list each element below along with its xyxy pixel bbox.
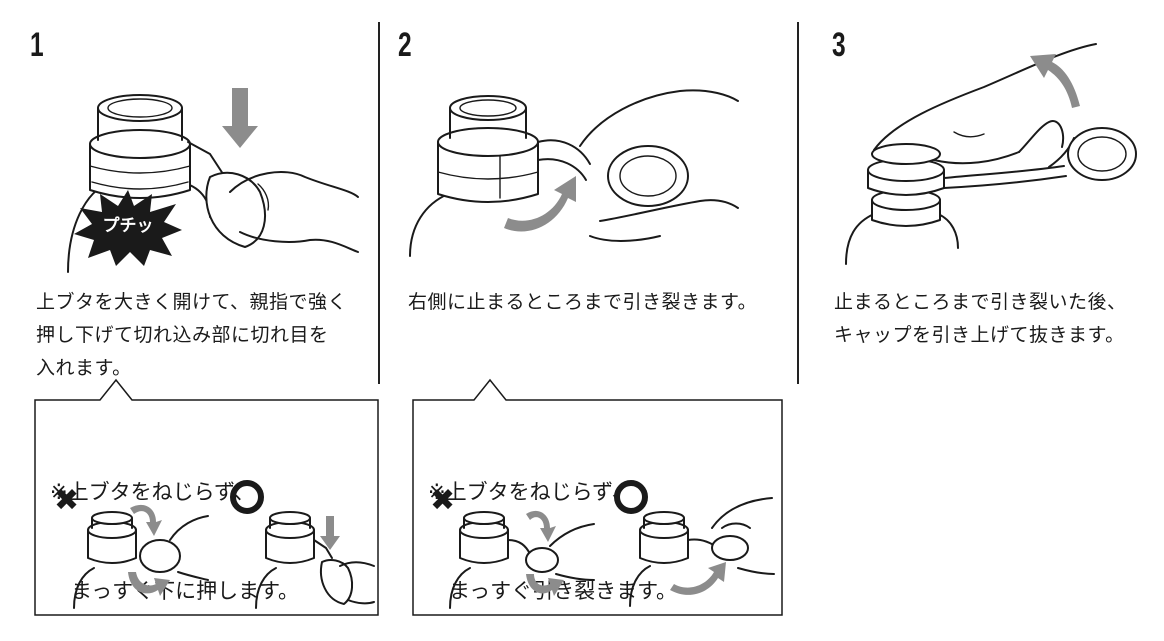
divider-1 [378, 22, 380, 384]
note-2-right-illustration [626, 488, 776, 608]
burst-label: プチッ [96, 216, 160, 236]
note-1-wrong-illustration [70, 500, 210, 610]
down-arrow-icon [222, 88, 258, 148]
step-2-description: 右側に止まるところまで引き裂きます。 [408, 286, 757, 319]
step-3-line-2: キャップを引き上げて抜きます。 [834, 319, 1127, 352]
step-1-number: 1 [30, 28, 44, 62]
note-2-wrong-illustration [446, 500, 596, 610]
divider-2 [797, 22, 799, 384]
step-1-line-1: 上ブタを大きく開けて、親指で強く [36, 286, 347, 319]
step-1-description: 上ブタを大きく開けて、親指で強く 押し下げて切れ込み部に切れ目を 入れます。 [36, 286, 347, 385]
note-1-right-illustration [252, 500, 376, 610]
step-2-illustration [400, 76, 740, 261]
step-3-description: 止まるところまで引き裂いた後、 キャップを引き上げて抜きます。 [834, 286, 1127, 352]
step-3-illustration [834, 42, 1144, 267]
step-2-number: 2 [398, 28, 412, 62]
up-curved-arrow-icon [1030, 54, 1080, 108]
step-2-line-1: 右側に止まるところまで引き裂きます。 [408, 286, 757, 319]
step-3-line-1: 止まるところまで引き裂いた後、 [834, 286, 1127, 319]
step-1-line-2: 押し下げて切れ込み部に切れ目を [36, 319, 347, 352]
